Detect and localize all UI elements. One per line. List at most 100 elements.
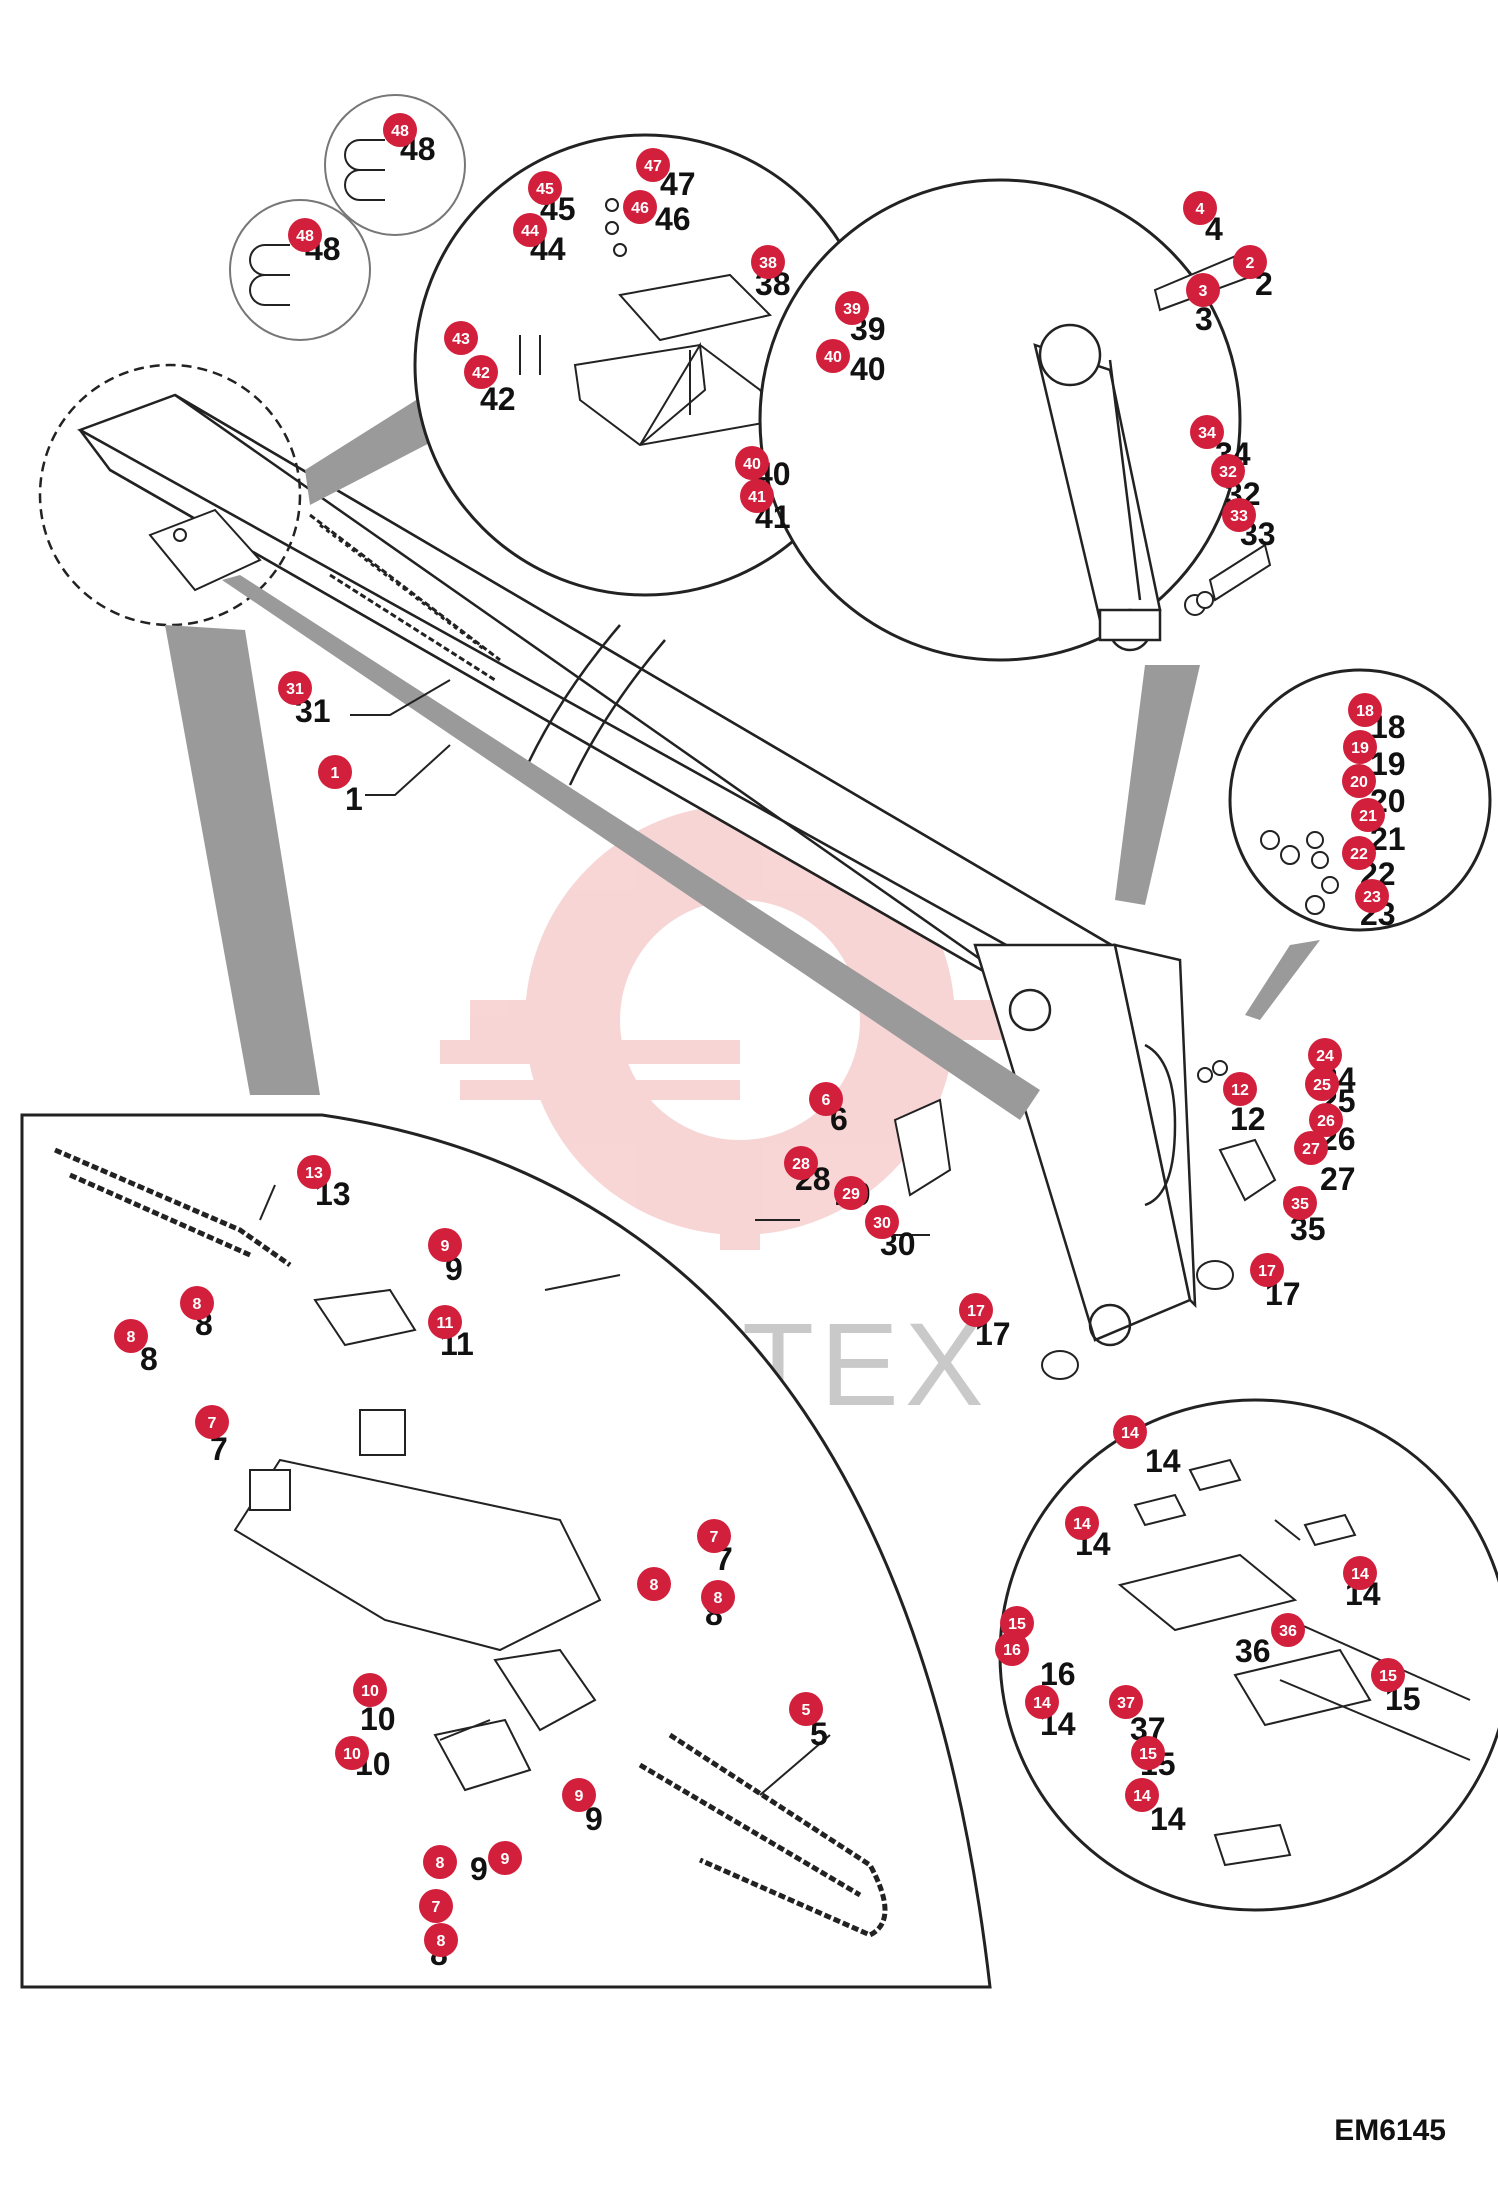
callout-badge-circle xyxy=(1113,1415,1147,1449)
callout-badge-35: 35 xyxy=(1283,1186,1317,1220)
callout-badge-8: 8 xyxy=(114,1319,148,1353)
callout-badge-circle xyxy=(789,1692,823,1726)
callout-badge-circle xyxy=(784,1146,818,1180)
part-label: 5 xyxy=(810,1716,828,1752)
callout-badge-2: 2 xyxy=(1233,245,1267,279)
callout-badge-22: 22 xyxy=(1342,836,1376,870)
callout-badge-circle xyxy=(1183,191,1217,225)
boom-end-detail-circle xyxy=(38,363,302,627)
callout-badge-36: 36 xyxy=(1271,1613,1305,1647)
callout-badge-8: 8 xyxy=(423,1845,457,1879)
callout-badge-circle xyxy=(1065,1506,1099,1540)
callout-badge-30: 30 xyxy=(865,1205,899,1239)
callout-badge-label: 1 xyxy=(331,765,340,782)
callout-badge-12: 12 xyxy=(1223,1072,1257,1106)
callout-badge-10: 10 xyxy=(353,1673,387,1707)
callout-badge-label: 8 xyxy=(127,1329,136,1346)
callout-badge-48: 48 xyxy=(288,218,322,252)
part-label: 46 xyxy=(655,201,691,237)
callout-badge-circle xyxy=(423,1845,457,1879)
callout-badge-17: 17 xyxy=(1250,1253,1284,1287)
callout-badge-circle xyxy=(1222,498,1256,532)
callout-badge-label: 8 xyxy=(714,1590,723,1607)
callout-badge-circle xyxy=(995,1632,1029,1666)
callout-badge-26: 26 xyxy=(1309,1103,1343,1137)
callout-badge-18: 18 xyxy=(1348,693,1382,727)
lower-panel-chains xyxy=(54,1147,888,1938)
callout-badge-31: 31 xyxy=(278,671,312,705)
callout-badge-label: 34 xyxy=(1198,425,1216,442)
callout-badge-3: 3 xyxy=(1186,273,1220,307)
callout-badge-circle xyxy=(1343,1556,1377,1590)
callout-badge-label: 19 xyxy=(1351,740,1369,757)
callout-badge-label: 28 xyxy=(792,1156,810,1173)
callout-badge-label: 39 xyxy=(843,301,861,318)
callout-badge-5: 5 xyxy=(789,1692,823,1726)
hydraulic-cylinder xyxy=(1033,323,1162,652)
callout-badge-circle xyxy=(318,755,352,789)
part-label: 36 xyxy=(1235,1633,1271,1669)
callout-badge-label: 4 xyxy=(1196,201,1205,218)
callout-badge-label: 6 xyxy=(822,1092,831,1109)
part-label: 9 xyxy=(585,1801,603,1837)
callout-badge-circle xyxy=(180,1286,214,1320)
part-label: 40 xyxy=(850,351,886,387)
callout-badge-11: 11 xyxy=(428,1305,462,1339)
callout-badge-circle xyxy=(444,321,478,355)
callout-badge-40: 40 xyxy=(735,446,769,480)
callout-badge-label: 17 xyxy=(1258,1263,1276,1280)
callout-badge-44: 44 xyxy=(513,213,547,247)
callout-badge-10: 10 xyxy=(335,1736,369,1770)
callout-badge-label: 14 xyxy=(1033,1695,1051,1712)
callout-badge-label: 15 xyxy=(1379,1668,1397,1685)
callout-badge-label: 2 xyxy=(1246,255,1255,272)
callout-badge-label: 8 xyxy=(436,1855,445,1872)
callout-badge-32: 32 xyxy=(1211,454,1245,488)
callout-badge-circle xyxy=(751,245,785,279)
callout-badge-circle xyxy=(1342,764,1376,798)
callout-badge-label: 25 xyxy=(1313,1077,1331,1094)
callout-badge-circle xyxy=(428,1228,462,1262)
callout-badge-48: 48 xyxy=(383,113,417,147)
callout-badge-circle xyxy=(816,339,850,373)
callout-badge-label: 44 xyxy=(521,223,539,240)
fitting-callout-beam xyxy=(1245,940,1320,1020)
callout-badge-circle xyxy=(288,218,322,252)
callout-badge-15: 15 xyxy=(1000,1606,1034,1640)
boom-end-callout-beam xyxy=(305,385,445,505)
callout-badge-label: 10 xyxy=(343,1746,361,1763)
callout-badge-circle xyxy=(1109,1685,1143,1719)
lower-panel-callout-beam xyxy=(165,625,320,1095)
callout-badge-circle xyxy=(513,213,547,247)
callout-badge-37: 37 xyxy=(1109,1685,1143,1719)
callout-badge-40: 40 xyxy=(816,339,850,373)
callout-badge-label: 35 xyxy=(1291,1196,1309,1213)
callout-badge-13: 13 xyxy=(297,1155,331,1189)
callout-badge-circle xyxy=(1283,1186,1317,1220)
callout-badge-circle xyxy=(701,1580,735,1614)
callout-badge-label: 48 xyxy=(391,123,409,140)
callout-badge-42: 42 xyxy=(464,355,498,389)
callout-badge-circle xyxy=(1125,1778,1159,1812)
callout-badge-circle xyxy=(419,1889,453,1923)
callout-badge-label: 26 xyxy=(1317,1113,1335,1130)
callout-badge-9: 9 xyxy=(488,1841,522,1875)
document-code: EM6145 xyxy=(1334,2114,1446,2147)
callout-badge-15: 15 xyxy=(1371,1658,1405,1692)
boom-drag-chain xyxy=(309,513,501,682)
callout-badge-label: 7 xyxy=(710,1529,719,1546)
callout-badge-circle xyxy=(865,1205,899,1239)
callout-badge-circle xyxy=(1355,879,1389,913)
callout-badge-34: 34 xyxy=(1190,415,1224,449)
callout-badge-label: 27 xyxy=(1302,1141,1320,1158)
callout-badge-circle xyxy=(1223,1072,1257,1106)
callout-badge-9: 9 xyxy=(562,1778,596,1812)
callout-badge-29: 29 xyxy=(834,1176,868,1210)
callout-badge-circle xyxy=(1371,1658,1405,1692)
callout-badge-28: 28 xyxy=(784,1146,818,1180)
callout-badge-label: 18 xyxy=(1356,703,1374,720)
callout-badge-circle xyxy=(1305,1067,1339,1101)
callout-badge-label: 9 xyxy=(575,1788,584,1805)
callout-badge-label: 12 xyxy=(1231,1082,1249,1099)
